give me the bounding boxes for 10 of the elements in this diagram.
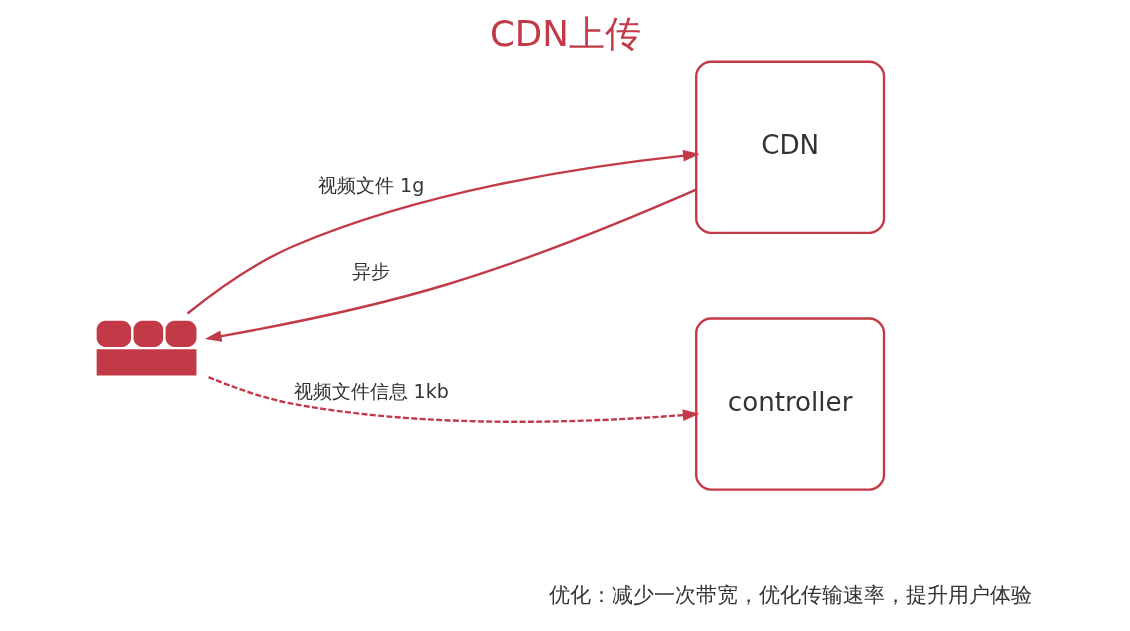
edge-label: 异步 xyxy=(351,259,390,282)
node-box: CDN xyxy=(694,60,885,235)
edge-label: 视频文件 1g xyxy=(317,174,424,197)
arrow xyxy=(207,376,699,423)
diagram-title: CDN上传 xyxy=(489,13,641,55)
arrow xyxy=(186,149,700,315)
arrow xyxy=(204,188,697,342)
edge-label: 视频文件信息 1kb xyxy=(293,379,449,402)
caption: 优化：减少一次带宽，优化传输速率，提升用户体验 xyxy=(548,581,1032,607)
node-box: controller xyxy=(694,317,885,491)
